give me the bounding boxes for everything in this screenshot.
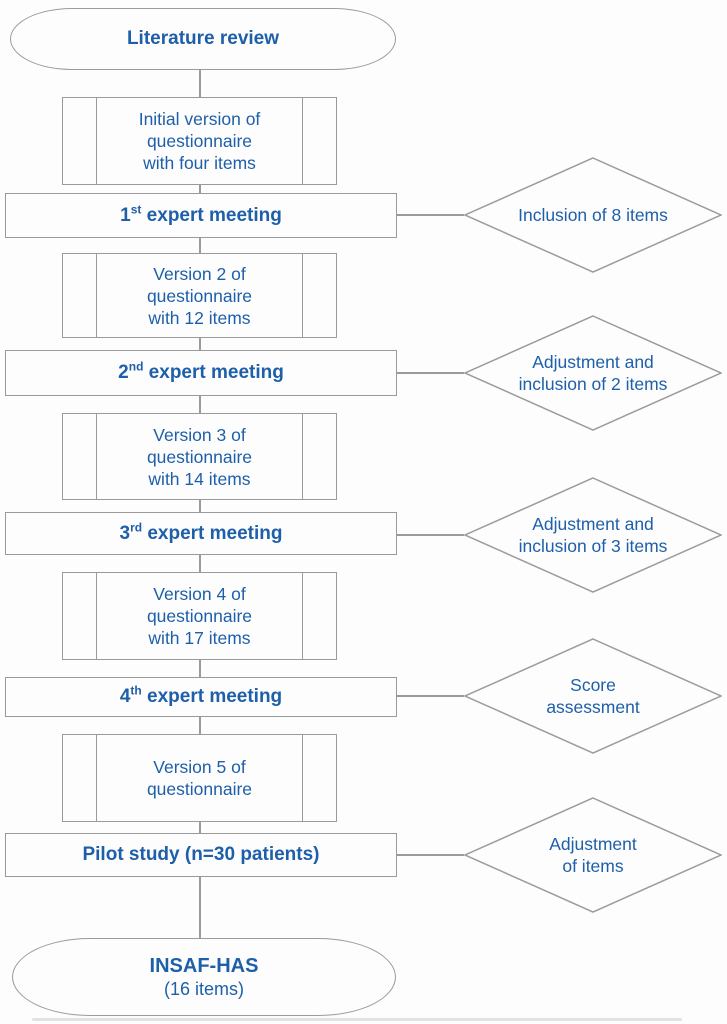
step-expert-meeting-4: 4th expert meeting (5, 677, 397, 717)
predefined-process-sideline (301, 735, 303, 821)
predefined-process-sideline (96, 254, 98, 337)
predefined-process-sideline (96, 735, 98, 821)
diamond-shape (464, 638, 722, 754)
meeting-label: 4th expert meeting (119, 683, 283, 707)
decision-label: Adjustment of items (549, 834, 637, 876)
connector-line (199, 660, 201, 677)
connector-line (199, 500, 201, 512)
process-label: Version 2 of questionnaire with 12 items (146, 263, 253, 328)
decision-label: Adjustment and inclusion of 3 items (518, 514, 668, 556)
predefined-process-sideline (301, 98, 303, 184)
decision-label: Score assessment (546, 675, 640, 717)
scan-artifact (32, 1018, 682, 1021)
diamond-shape (464, 157, 722, 273)
predefined-process-sideline (96, 573, 98, 659)
process-label: Initial version of questionnaire with fo… (138, 109, 261, 173)
meeting-label: 3rd expert meeting (119, 520, 283, 544)
process-label: Version 5 of questionnaire (146, 757, 253, 799)
connector-line (199, 70, 201, 97)
diamond-shape (464, 477, 722, 593)
connector-line (199, 555, 201, 572)
connector-line (199, 185, 201, 193)
predefined-process-sideline (96, 414, 98, 499)
step-expert-meeting-2: 2nd expert meeting (5, 350, 397, 396)
terminal-label: Literature review (126, 28, 280, 49)
terminal-title: INSAF-HAS (149, 954, 259, 977)
pilot-label: Pilot study (n=30 patients) (82, 844, 320, 865)
connector-line (199, 717, 201, 734)
process-initial-version: Initial version of questionnaire with fo… (62, 97, 337, 185)
diamond-shape (464, 797, 722, 913)
connector-line (199, 238, 201, 253)
process-version-3: Version 3 of questionnaire with 14 items (62, 413, 337, 500)
diamond-shape (464, 315, 722, 431)
connector-line (397, 214, 464, 216)
terminal-insaf-has: INSAF-HAS (16 items) (12, 938, 396, 1016)
process-label: Version 4 of questionnaire with 17 items (146, 584, 253, 648)
decision-adjustment-inclusion-3: Adjustment and inclusion of 3 items (464, 477, 722, 593)
terminal-literature-review: Literature review (10, 8, 396, 70)
meeting-label: 1st expert meeting (120, 202, 282, 226)
connector-line (397, 695, 464, 697)
process-version-4: Version 4 of questionnaire with 17 items (62, 572, 337, 660)
step-expert-meeting-1: 1st expert meeting (5, 193, 397, 238)
predefined-process-sideline (301, 414, 303, 499)
process-label: Version 3 of questionnaire with 14 items (146, 424, 253, 489)
predefined-process-sideline (301, 573, 303, 659)
step-pilot-study: Pilot study (n=30 patients) (5, 833, 397, 877)
step-expert-meeting-3: 3rd expert meeting (5, 512, 397, 555)
connector-line (199, 396, 201, 413)
connector-line (397, 372, 464, 374)
predefined-process-sideline (301, 254, 303, 337)
decision-score-assessment: Score assessment (464, 638, 722, 754)
decision-inclusion-8-items: Inclusion of 8 items (464, 157, 722, 273)
terminal-subtitle: (16 items) (163, 978, 244, 999)
connector-line (397, 854, 464, 856)
predefined-process-sideline (96, 98, 98, 184)
process-version-5: Version 5 of questionnaire (62, 734, 337, 822)
decision-label: Adjustment and inclusion of 2 items (518, 352, 668, 394)
decision-adjustment-of-items: Adjustment of items (464, 797, 722, 913)
process-version-2: Version 2 of questionnaire with 12 items (62, 253, 337, 338)
connector-line (397, 534, 464, 536)
connector-line (199, 822, 201, 833)
decision-adjustment-inclusion-2: Adjustment and inclusion of 2 items (464, 315, 722, 431)
connector-line (199, 337, 201, 350)
meeting-label: 2nd expert meeting (118, 359, 284, 383)
decision-label: Inclusion of 8 items (518, 205, 668, 225)
connector-line (199, 877, 201, 938)
